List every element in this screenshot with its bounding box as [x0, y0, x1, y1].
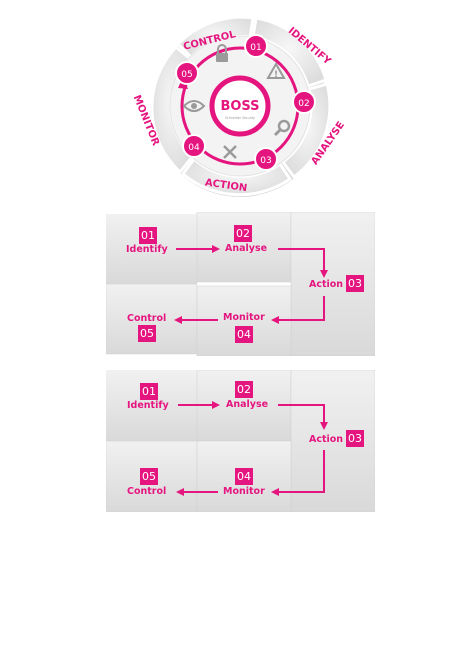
eye-icon — [182, 100, 206, 112]
svg-text:05: 05 — [181, 70, 192, 80]
step-label-analyse: Analyse — [225, 243, 268, 254]
magnifier-icon — [273, 119, 291, 137]
warning-icon: ! — [266, 61, 286, 80]
step-label-identify: Identify — [127, 400, 169, 411]
step-label-action: Action — [309, 279, 344, 290]
panel-background — [106, 212, 375, 356]
flow-arrows — [176, 401, 328, 496]
step-badge-02: 02 — [234, 225, 252, 242]
step-circle-02: 02 — [292, 90, 316, 114]
logo-text: BOSS — [220, 99, 259, 114]
svg-text:02: 02 — [298, 99, 309, 109]
step-label-control: Control — [127, 486, 167, 497]
logo-subtext: Schneider Security — [225, 116, 255, 120]
step-label-monitor: Monitor — [223, 486, 265, 497]
step-label-action: Action — [309, 434, 344, 445]
step-badge-04: 04 — [235, 326, 253, 343]
step-label-analyse: Analyse — [226, 399, 269, 410]
svg-text:!: ! — [274, 70, 278, 80]
step-badge-04: 04 — [235, 468, 253, 485]
step-label-control: Control — [127, 313, 167, 324]
step-label-identify: Identify — [126, 244, 168, 255]
process-panel-2: 01 Identify 02 Analyse Action 03 04 Moni… — [106, 370, 375, 512]
step-circle-03: 03 — [254, 147, 278, 171]
svg-text:03: 03 — [260, 156, 271, 166]
svg-text:04: 04 — [188, 143, 200, 153]
step-badge-01: 01 — [140, 383, 158, 400]
panel-background — [106, 370, 375, 512]
svg-text:01: 01 — [250, 43, 261, 53]
step-badge-03: 03 — [346, 430, 364, 447]
step-badge-05: 05 — [140, 468, 158, 485]
step-circle-04: 04 — [182, 134, 206, 158]
step-circle-05: 05 — [175, 61, 199, 85]
step-badge-03: 03 — [346, 275, 364, 292]
step-badge-02: 02 — [235, 381, 253, 398]
tools-icon — [223, 145, 237, 159]
process-wheel: BOSS Schneider Security ! 01 02 03 04 0 — [131, 15, 347, 197]
step-label-monitor: Monitor — [223, 312, 265, 323]
wheel-segments — [150, 15, 332, 197]
flow-arrows — [174, 245, 328, 324]
step-badge-01: 01 — [139, 227, 157, 244]
lock-icon — [216, 44, 228, 62]
process-panel-1: 01 Identify 02 Analyse Action 03 Monitor… — [106, 212, 375, 356]
step-badge-05: 05 — [138, 325, 156, 342]
step-circle-01: 01 — [244, 34, 268, 58]
